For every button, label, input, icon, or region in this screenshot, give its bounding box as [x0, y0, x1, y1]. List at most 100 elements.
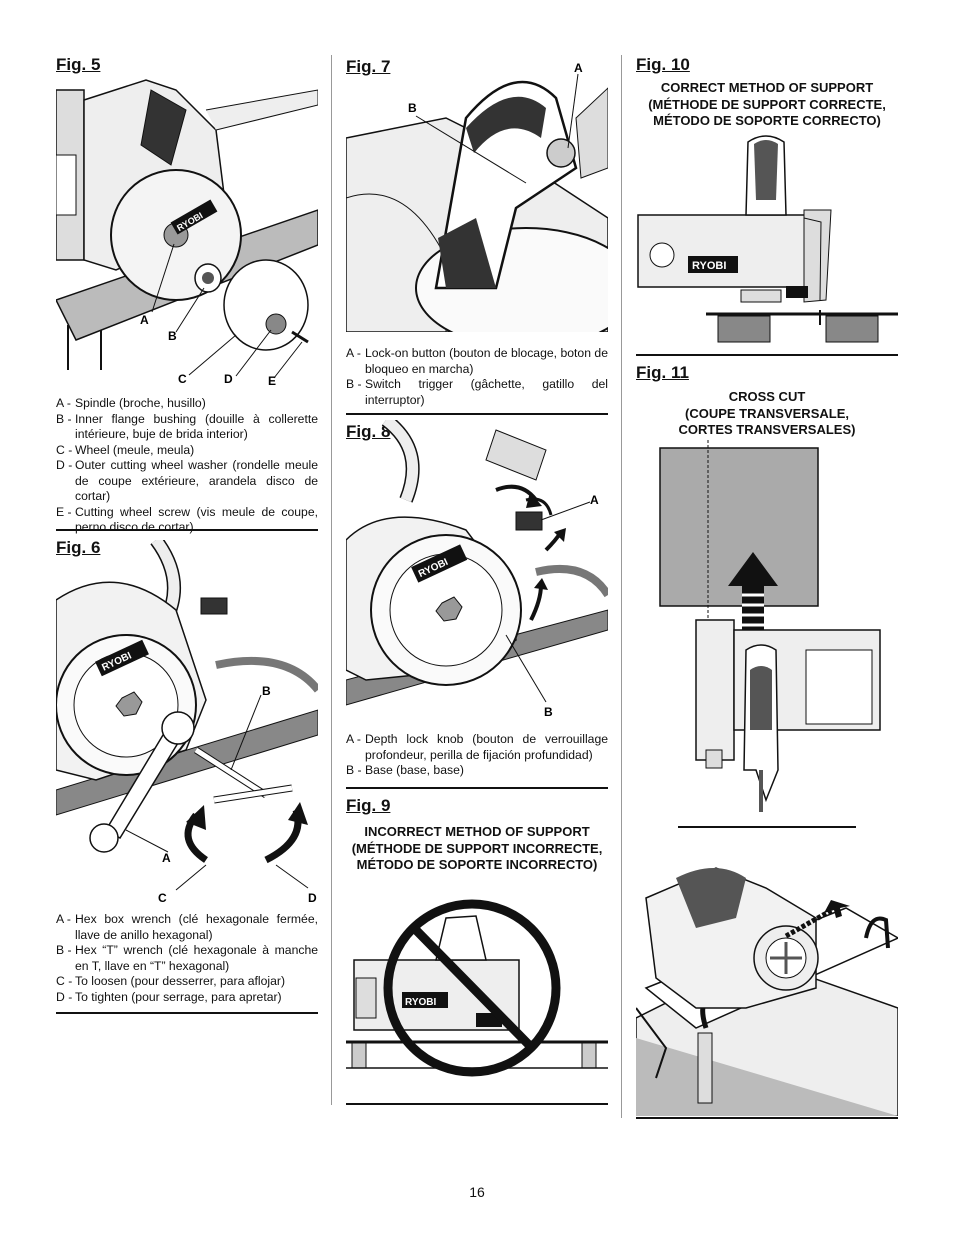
fig7-callout-a: A — [574, 61, 583, 75]
legend-text: Base (base, base) — [365, 763, 464, 777]
fig8-title: Fig. 8 — [346, 422, 391, 441]
fig9-caption: INCORRECT METHOD OF SUPPORT (MÉTHODE DE … — [346, 824, 608, 874]
legend-row: A - Lock-on button (bouton de blocage, bo… — [346, 346, 608, 377]
fig8-callout-b: B — [544, 705, 553, 719]
legend-row: D -To tighten (pour serrage, para apreta… — [56, 990, 318, 1006]
legend-key: A - — [346, 732, 361, 746]
fig9-drawing: RYOBI — [346, 899, 608, 1077]
legend-row: C -To loosen (pour desserrer, para afloj… — [56, 974, 318, 990]
section-divider — [346, 413, 608, 415]
legend-text: Switch trigger (gâchette, gatillo del in… — [365, 377, 608, 407]
fig11-bottom-drawing — [636, 867, 898, 1116]
legend-row: A - Spindle (broche, husillo) — [56, 396, 318, 412]
legend-text: Wheel (meule, meula) — [75, 442, 195, 457]
fig11-title: Fig. 11 — [636, 363, 689, 382]
legend-key: B - — [56, 943, 72, 957]
legend-key: D - — [56, 989, 73, 1004]
fig6-callout-c: C — [158, 891, 167, 905]
fig8-callout-a: A — [590, 493, 599, 507]
section-divider — [346, 1103, 608, 1105]
fig8-legend: A - Depth lock knob (bouton de verrouilla… — [346, 732, 608, 779]
legend-key: B - — [56, 411, 72, 426]
fig11-bottom-illustration — [636, 858, 898, 1116]
fig8-illustration: RYOBI A B — [346, 420, 608, 722]
legend-row: B -Switch trigger (gâchette, gatillo del… — [346, 377, 608, 408]
legend-text: Spindle (broche, husillo) — [75, 396, 206, 410]
fig10-illustration: RYOBI — [636, 130, 898, 345]
section-divider — [636, 1117, 898, 1119]
fig5-title: Fig. 5 — [56, 55, 101, 74]
legend-key: B - — [346, 377, 362, 391]
legend-text: Inner flange bushing (douille à colleret… — [75, 411, 318, 442]
fig9-illustration: RYOBI — [346, 888, 608, 1088]
section-divider — [346, 787, 608, 789]
caption-line: MÉTODO DE SOPORTE CORRECTO) — [653, 113, 881, 128]
legend-text: Lock-on button (bouton de blocage, boton… — [365, 346, 608, 376]
caption-line: INCORRECT METHOD OF SUPPORT — [364, 824, 590, 839]
section-divider — [56, 1012, 318, 1014]
legend-key: A - — [56, 912, 71, 926]
page-number: 16 — [469, 1184, 485, 1200]
fig5-drawing: RYOBI A B C D E — [56, 79, 318, 388]
legend-row: D -Outer cutting wheel washer (rondelle … — [56, 458, 318, 505]
fig10-caption: CORRECT METHOD OF SUPPORT (MÉTHODE DE SU… — [636, 80, 898, 130]
fig10-brand-logo: RYOBI — [692, 260, 726, 272]
legend-text: Hex box wrench (clé hexagonale fermée, l… — [75, 912, 318, 942]
legend-text: To loosen (pour desserrer, para aflojar) — [75, 974, 286, 988]
legend-key: E - — [56, 504, 72, 519]
caption-line: (MÉTHODE DE SUPPORT CORRECTE, — [648, 96, 886, 112]
fig6-legend: A - Hex box wrench (clé hexagonale fermée… — [56, 912, 318, 1005]
caption-line: (MÉTHODE DE SUPPORT INCORRECTE, — [351, 840, 603, 856]
fig11-caption: CROSS CUT (COUPE TRANSVERSALE, CORTES TR… — [636, 389, 898, 439]
section-divider — [56, 529, 318, 531]
legend-key: C - — [56, 974, 73, 988]
caption-line: CORRECT METHOD OF SUPPORT — [660, 80, 874, 95]
fig7-legend: A - Lock-on button (bouton de blocage, bo… — [346, 346, 608, 408]
section-divider — [636, 354, 898, 356]
legend-text: To tighten (pour serrage, para apretar) — [75, 989, 282, 1004]
fig5-legend: A - Spindle (broche, husillo) B -Inner fl… — [56, 396, 318, 536]
column-separator — [621, 55, 622, 1118]
legend-row: B -Inner flange bushing (douille à colle… — [56, 412, 318, 443]
fig6-callout-a: A — [162, 851, 171, 865]
fig5-illustration: RYOBI A B C D E — [56, 70, 318, 390]
fig10-drawing: RYOBI — [637, 135, 898, 343]
caption-line: (COUPE TRANSVERSALE, — [685, 405, 849, 421]
caption-line: MÉTODO DE SOPORTE INCORRECTO) — [356, 857, 598, 872]
legend-key: D - — [56, 458, 73, 472]
caption-line: CORTES TRANSVERSALES) — [678, 422, 856, 437]
fig5-callout-d: D — [224, 372, 233, 386]
legend-row: A - Hex box wrench (clé hexagonale fermée… — [56, 912, 318, 943]
legend-row: B -Hex “T” wrench (clé hexagonale à manc… — [56, 943, 318, 974]
fig11-top-drawing — [659, 440, 881, 812]
legend-text: Outer cutting wheel washer (rondelle meu… — [75, 458, 318, 503]
fig7-title: Fig. 7 — [346, 57, 391, 76]
legend-key: C - — [56, 442, 73, 457]
fig11-top-illustration — [636, 440, 898, 812]
column-separator — [331, 55, 332, 1105]
legend-key: A - — [56, 396, 71, 410]
fig7-callout-b: B — [408, 101, 417, 115]
legend-text: Hex “T” wrench (clé hexagonale à manche … — [75, 943, 318, 973]
legend-text: Depth lock knob (bouton de verrouillage … — [365, 732, 608, 762]
caption-line: CROSS CUT — [728, 389, 806, 404]
fig6-callout-b: B — [262, 684, 271, 698]
legend-row: B -Base (base, base) — [346, 763, 608, 779]
fig9-title: Fig. 9 — [346, 796, 391, 815]
fig7-illustration: A B — [346, 58, 608, 332]
legend-row: C -Wheel (meule, meula) — [56, 443, 318, 459]
legend-key: B - — [346, 763, 362, 777]
fig10-title: Fig. 10 — [636, 55, 690, 74]
fig5-callout-e: E — [268, 374, 276, 388]
fig6-title: Fig. 6 — [56, 538, 101, 557]
fig6-drawing: RYOBI B A C D — [56, 540, 318, 905]
fig9-brand-logo: RYOBI — [405, 997, 437, 1008]
fig8-drawing: RYOBI A B — [346, 420, 608, 719]
fig5-callout-b: B — [168, 329, 177, 343]
section-divider — [678, 826, 856, 828]
legend-key: A - — [346, 346, 361, 360]
fig5-callout-c: C — [178, 372, 187, 386]
fig7-drawing: A B — [346, 61, 608, 332]
fig6-illustration: RYOBI B A C D — [56, 540, 318, 905]
fig6-callout-d: D — [308, 891, 317, 905]
